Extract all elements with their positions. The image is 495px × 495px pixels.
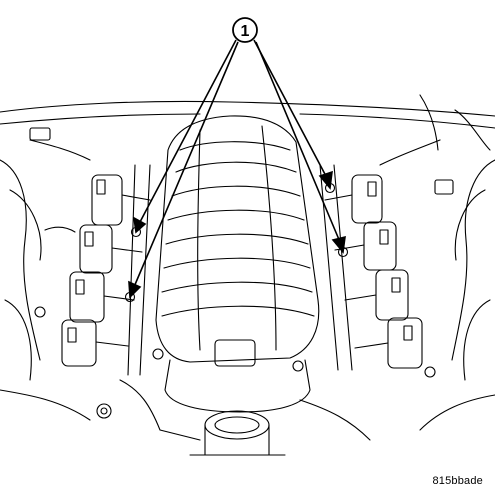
firewall-inner-line [0, 113, 201, 125]
intake-manifold [155, 115, 320, 363]
firewall-outline [0, 100, 495, 117]
callout-leaders [128, 39, 346, 299]
right-coil-bank [319, 164, 423, 371]
callout-number: 1 [241, 23, 250, 40]
figure-id-label: 815bbade [432, 475, 483, 487]
callout-1: 1 [232, 17, 258, 43]
left-coil-bank [61, 164, 151, 376]
throttle-body [96, 339, 371, 456]
right-engine-detail [379, 94, 495, 431]
left-engine-detail [0, 127, 91, 421]
